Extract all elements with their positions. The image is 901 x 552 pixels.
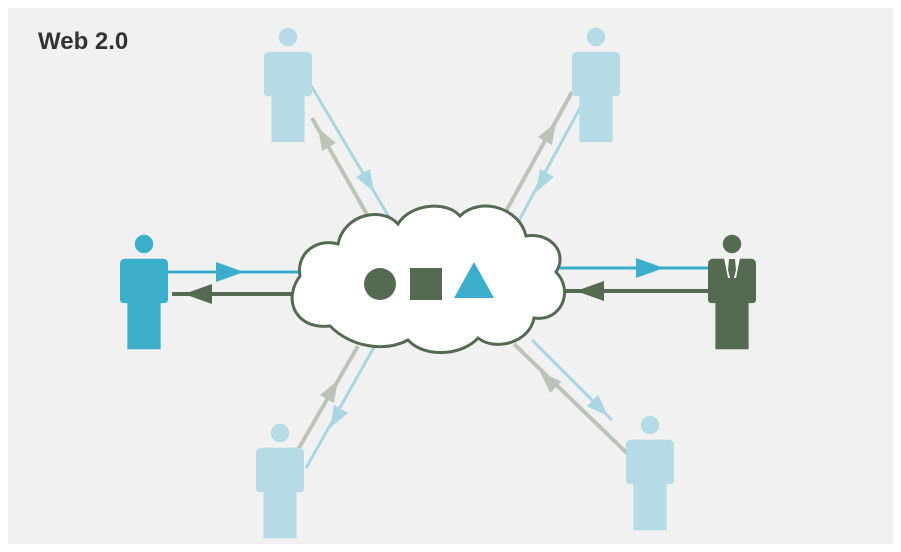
arrow-topleft-to-cloud-head xyxy=(356,168,374,192)
diagonal-arrows xyxy=(290,83,634,469)
arrow-cloud-to-bottomleft xyxy=(304,339,380,469)
arrow-cloud-to-topleft-head xyxy=(318,128,336,152)
arrow-topright-to-cloud-head xyxy=(538,122,556,146)
arrow-cloud-to-topright-head xyxy=(536,168,554,192)
square-icon xyxy=(410,268,442,300)
triangle-icon xyxy=(454,262,494,298)
arrow-topleft-to-cloud xyxy=(308,83,400,233)
businessman-right xyxy=(708,234,756,350)
arrow-bottomleft-to-cloud-head xyxy=(320,380,338,404)
horizontal-arrows xyxy=(164,258,712,304)
businessman-shirt-and-tie xyxy=(724,258,740,286)
page-title: Web 2.0 xyxy=(38,28,129,55)
arrow-cloud-to-bottomleft-head xyxy=(330,404,348,428)
contributor-top-left xyxy=(264,27,312,143)
arrow-cloud-to-bottomright-head xyxy=(586,394,608,416)
arrow-cloud-to-right-head xyxy=(636,258,664,278)
arrow-bottomright-to-cloud-head xyxy=(540,372,562,394)
arrow-left-to-cloud-head xyxy=(216,262,244,282)
arrow-bottomleft-to-cloud xyxy=(290,344,360,462)
arrow-topright-to-cloud xyxy=(514,107,582,227)
arrow-cloud-to-left-head xyxy=(184,284,212,304)
arrow-cloud-to-topright xyxy=(498,91,574,223)
contributor-bottom-left xyxy=(256,423,304,539)
contributor-top-right xyxy=(572,27,620,143)
arrow-right-to-cloud-head xyxy=(576,281,604,301)
contributor-bottom-right xyxy=(626,415,674,531)
circle-icon xyxy=(364,268,396,300)
contributor-left xyxy=(120,234,168,350)
arrow-bottomright-to-cloud xyxy=(512,342,634,460)
